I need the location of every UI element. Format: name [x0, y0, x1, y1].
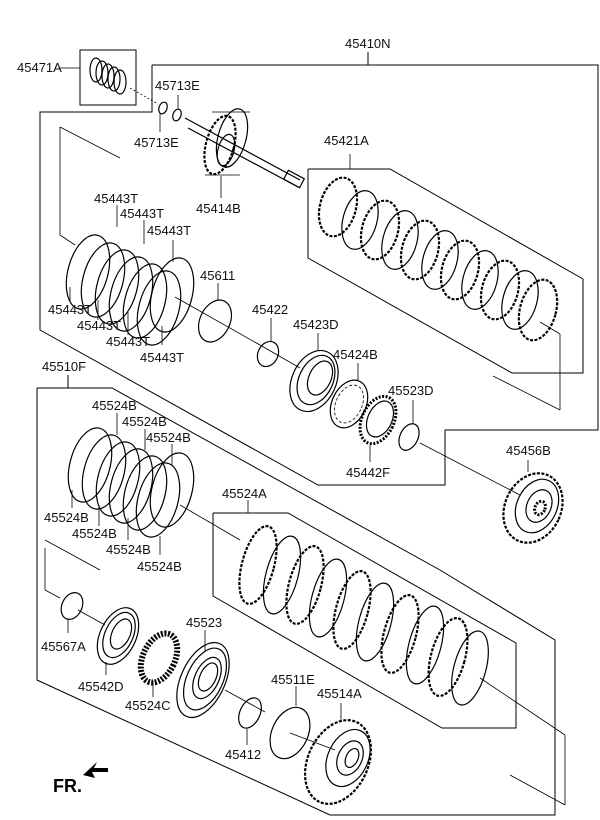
label-45523D[interactable]: 45523D	[388, 383, 434, 398]
label-45443T-1[interactable]: 45443T	[94, 191, 138, 206]
label-45524B-6[interactable]: 45524B	[106, 542, 151, 557]
label-45423D[interactable]: 45423D	[293, 317, 339, 332]
part-45524A-clutch-pack[interactable]	[44, 500, 566, 806]
front-direction-arrow-icon	[83, 762, 108, 778]
part-45424B-spring-plate[interactable]	[323, 363, 375, 434]
front-direction-label: FR.	[53, 776, 82, 796]
part-45524C-damper[interactable]	[134, 628, 185, 697]
label-45524A[interactable]: 45524A	[222, 486, 267, 501]
label-45414B[interactable]: 45414B	[196, 201, 241, 216]
part-45412-ring[interactable]	[234, 694, 266, 745]
part-45443T-snap-rings[interactable]	[59, 126, 201, 350]
part-45514A-drum[interactable]	[292, 703, 384, 815]
label-45514A[interactable]: 45514A	[317, 686, 362, 701]
assembly-label-45410N[interactable]: 45410N	[345, 36, 391, 51]
part-45471A-spring[interactable]	[60, 49, 159, 106]
label-45542D[interactable]: 45542D	[78, 679, 124, 694]
part-45442F-seal[interactable]	[353, 391, 403, 462]
label-45713E-top[interactable]: 45713E	[155, 78, 200, 93]
part-45456B-gear[interactable]	[492, 460, 573, 552]
part-45713E-orings[interactable]	[157, 95, 183, 132]
assembly-outline-45410N	[39, 52, 599, 486]
assembly-label-45510F[interactable]: 45510F	[42, 359, 86, 374]
label-45471A[interactable]: 45471A	[17, 60, 62, 75]
part-45523-piston[interactable]	[166, 630, 266, 726]
label-45524B-2[interactable]: 45524B	[122, 414, 167, 429]
part-45611-ring[interactable]	[174, 283, 261, 347]
label-45422[interactable]: 45422	[252, 302, 288, 317]
label-45524C[interactable]: 45524C	[125, 698, 171, 713]
part-45414B-shaft-drum[interactable]	[184, 105, 306, 198]
label-45443T-5[interactable]: 45443T	[77, 318, 121, 333]
label-45524B-7[interactable]: 45524B	[137, 559, 182, 574]
label-45412[interactable]: 45412	[225, 747, 261, 762]
label-45442F[interactable]: 45442F	[346, 465, 390, 480]
label-45443T-2[interactable]: 45443T	[120, 206, 164, 221]
label-45524B-1[interactable]: 45524B	[92, 398, 137, 413]
part-45511E-ring[interactable]	[262, 686, 336, 765]
label-45421A[interactable]: 45421A	[324, 133, 369, 148]
label-45443T-7[interactable]: 45443T	[140, 350, 184, 365]
label-45524B-5[interactable]: 45524B	[72, 526, 117, 541]
label-45523[interactable]: 45523	[186, 615, 222, 630]
label-45611[interactable]: 45611	[200, 268, 235, 283]
part-45567A-ring[interactable]	[44, 548, 106, 633]
part-45423D-piston[interactable]	[281, 333, 348, 419]
assembly-outline-45510F	[36, 375, 556, 816]
label-45443T-3[interactable]: 45443T	[147, 223, 191, 238]
part-45421A-clutch-pack[interactable]	[307, 154, 584, 411]
label-45524B-4[interactable]: 45524B	[44, 510, 89, 525]
label-45424B[interactable]: 45424B	[333, 347, 378, 362]
part-45523D-ring[interactable]	[395, 400, 521, 496]
part-45422-ring[interactable]	[253, 318, 301, 370]
part-45524B-snap-rings[interactable]	[61, 413, 241, 555]
label-45713E-bottom[interactable]: 45713E	[134, 135, 179, 150]
label-45456B[interactable]: 45456B	[506, 443, 551, 458]
label-45443T-4[interactable]: 45443T	[48, 302, 92, 317]
label-45443T-6[interactable]: 45443T	[106, 334, 150, 349]
label-45511E[interactable]: 45511E	[271, 672, 315, 687]
label-45524B-3[interactable]: 45524B	[146, 430, 191, 445]
part-45542D-piston[interactable]	[89, 601, 147, 675]
label-45567A[interactable]: 45567A	[41, 639, 86, 654]
